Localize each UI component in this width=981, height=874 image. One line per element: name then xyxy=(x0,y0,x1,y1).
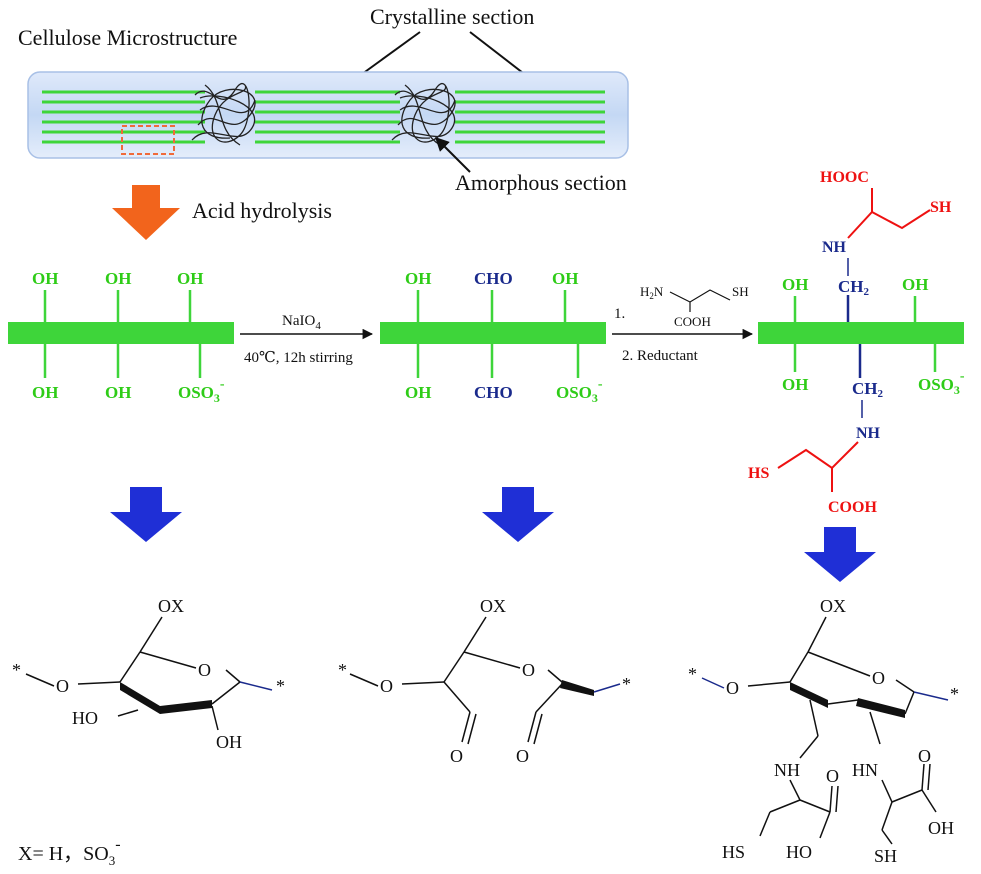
cysteine-structure: H2N SH COOH xyxy=(640,284,749,329)
amorphous-label: Amorphous section xyxy=(455,170,627,195)
chain1-oh-top-3: OH xyxy=(177,269,203,288)
ring1-star-left: * xyxy=(12,660,21,680)
ring3-hs: HS xyxy=(722,842,745,862)
chain3-hs-bot: HS xyxy=(748,465,769,482)
chain1-oh-bot-2: OH xyxy=(105,383,131,402)
amorphous-pointer xyxy=(435,137,471,173)
chain2-oh-top-1: OH xyxy=(405,269,431,288)
crystalline-label: Crystalline section xyxy=(370,4,534,29)
ring3-star-right: * xyxy=(950,684,959,704)
chain2-cho-top: CHO xyxy=(474,269,513,288)
ring3-oh-acid: OH xyxy=(928,818,954,838)
chain3-oh-top-1: OH xyxy=(782,275,808,294)
ring2-carbonyl-o-1: O xyxy=(450,746,463,766)
chain3-hooc-top: HOOC xyxy=(820,169,869,186)
ring2-carbonyl-o-2: O xyxy=(516,746,529,766)
acid-hydrolysis-arrow xyxy=(112,185,180,240)
chain2-cho-bot: CHO xyxy=(474,383,513,402)
ring3-nh: NH xyxy=(774,760,800,780)
conditions-label: 40℃, 12h stirring xyxy=(244,350,353,366)
blue-arrow-2 xyxy=(482,487,554,542)
microstructure-label: Cellulose Microstructure xyxy=(18,25,237,50)
blue-arrow-3 xyxy=(804,527,876,582)
ring1-oh: OH xyxy=(216,732,242,752)
chain1-oh-top-2: OH xyxy=(105,269,131,288)
naio4-label: NaIO4 xyxy=(282,313,321,332)
chain2-oh-top-2: OH xyxy=(552,269,578,288)
chain3-oso3: OSO3- xyxy=(918,369,965,397)
step-two-label: 2. Reductant xyxy=(622,348,699,364)
amorphous-tangle-1 xyxy=(191,82,256,146)
chain2-oh-bot: OH xyxy=(405,383,431,402)
ring3-star-left: * xyxy=(688,664,697,684)
chain1-oh-top-1: OH xyxy=(32,269,58,288)
ring3-carbonyl-o-left: O xyxy=(826,766,839,786)
ring3-hn: HN xyxy=(852,760,878,780)
ring1-star-right: * xyxy=(276,676,285,696)
ring1-o: O xyxy=(198,660,211,680)
chain3-oh-bot: OH xyxy=(782,375,808,394)
ring1-ox: OX xyxy=(158,596,184,616)
chain-bar-2 xyxy=(380,322,606,344)
x-definition: X= H，SO3- xyxy=(18,836,121,868)
crystalline-fibrils xyxy=(42,90,605,144)
ring1-ho: HO xyxy=(72,708,98,728)
chain3-ch2-bot: CH2 xyxy=(852,379,884,400)
ring2-o-link: O xyxy=(380,676,393,696)
amorphous-tangle-2 xyxy=(391,82,456,146)
cys-cooh: COOH xyxy=(674,314,711,329)
cysteine-functionalized-ring: OX O * O * NH HS O HO HN xyxy=(688,596,959,866)
ring3-ox: OX xyxy=(820,596,846,616)
cys-h2n: H2N xyxy=(640,284,664,301)
ring3-ho-acid: HO xyxy=(786,842,812,862)
ring2-ox: OX xyxy=(480,596,506,616)
acid-hydrolysis-label: Acid hydrolysis xyxy=(192,198,332,223)
chain3-oh-top-2: OH xyxy=(902,275,928,294)
chain3-ch2-top: CH2 xyxy=(838,277,870,298)
chain1-oso3: OSO3- xyxy=(178,377,225,405)
chain3-sh-top: SH xyxy=(930,199,952,216)
ring2-star-left: * xyxy=(338,660,347,680)
ring3-o-link: O xyxy=(726,678,739,698)
chain3-nh-top: NH xyxy=(822,239,847,256)
chain2-oso3: OSO3- xyxy=(556,377,603,405)
ring2-star-right: * xyxy=(622,674,631,694)
chain1-oh-bot-1: OH xyxy=(32,383,58,402)
selection-box xyxy=(121,125,175,155)
blue-arrow-1 xyxy=(110,487,182,542)
fibril-panel xyxy=(27,71,629,159)
ring1-o-link: O xyxy=(56,676,69,696)
chain1-bonds xyxy=(43,290,202,378)
chain3-bonds xyxy=(793,295,937,378)
step-one-label: 1. xyxy=(614,306,625,322)
ring3-sh: SH xyxy=(874,846,897,866)
chain-bar-3 xyxy=(758,322,964,344)
ring3-o: O xyxy=(872,668,885,688)
chain2-bonds xyxy=(416,290,580,378)
chain-bar-1 xyxy=(8,322,234,344)
ring3-carbonyl-o-right: O xyxy=(918,746,931,766)
chain3-cooh-bot: COOH xyxy=(828,499,877,516)
dialdehyde-structure: OX O * O * O O xyxy=(338,596,631,766)
glucose-ring: OX O * O * HO OH xyxy=(12,596,285,752)
ring2-o: O xyxy=(522,660,535,680)
chain3-nh-bot: NH xyxy=(856,425,881,442)
cys-sh: SH xyxy=(732,284,749,299)
